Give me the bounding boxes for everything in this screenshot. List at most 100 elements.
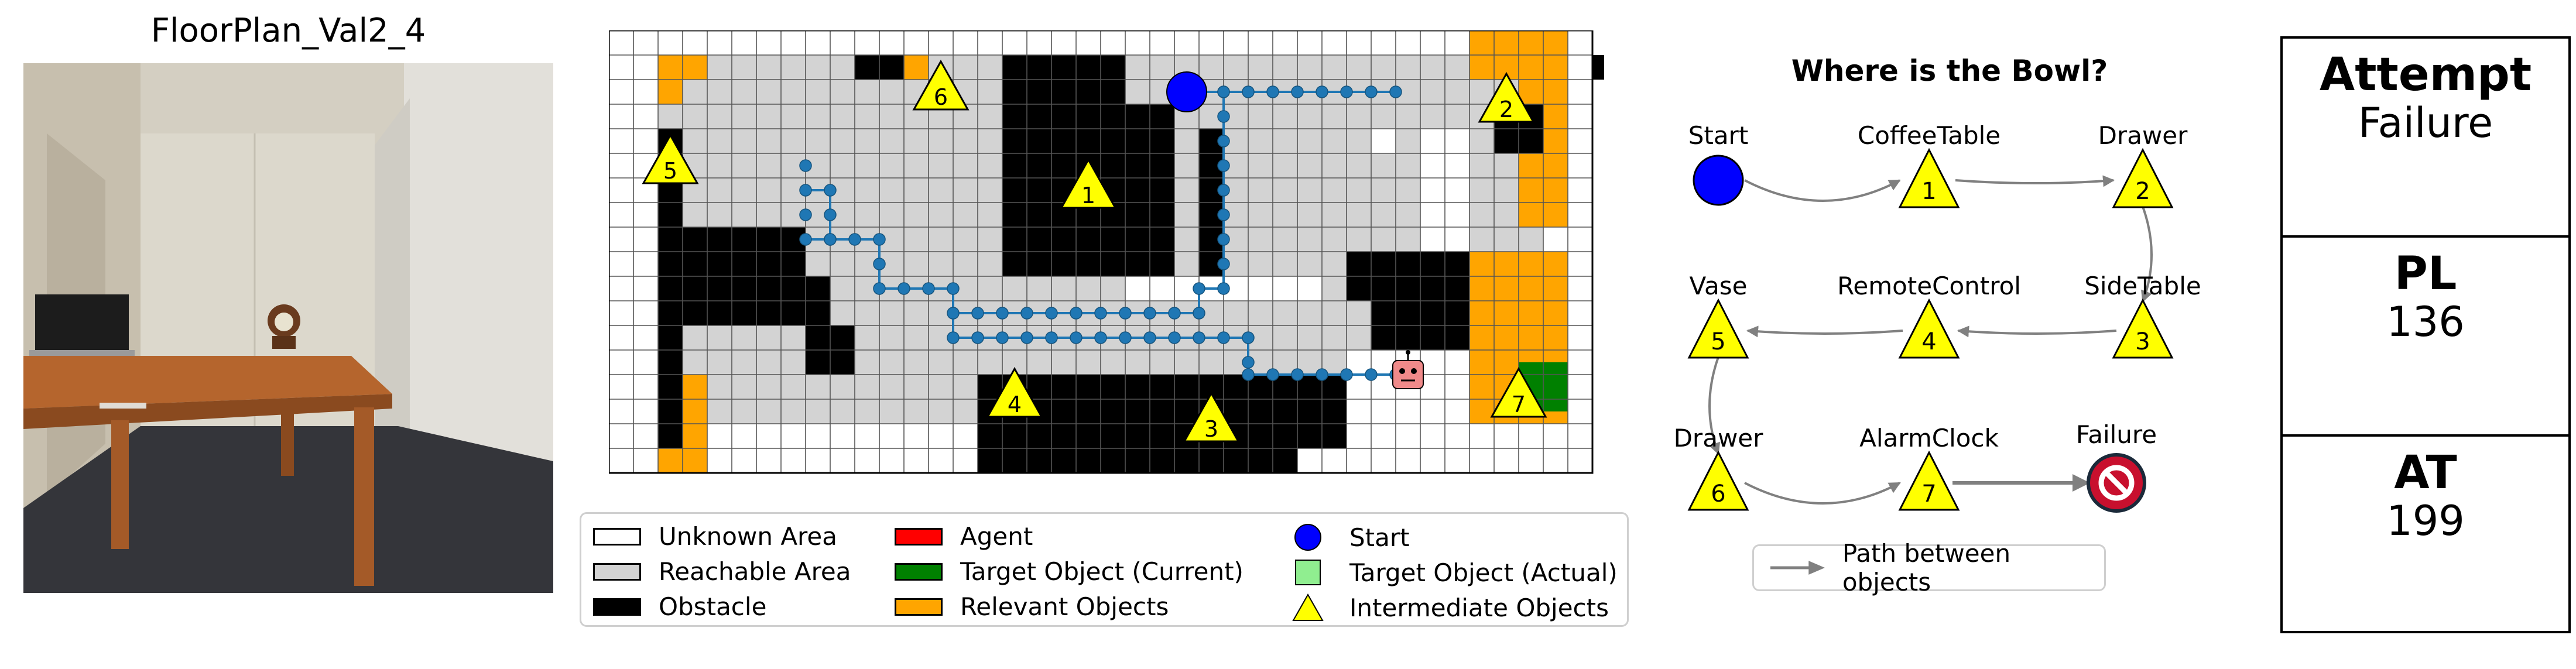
path-point — [1217, 159, 1230, 172]
path-point — [971, 331, 984, 344]
legend-relevant-objects: Relevant Objects — [895, 592, 1169, 621]
path-point — [799, 233, 812, 246]
intermediate-node-icon — [2112, 147, 2174, 208]
intermediate-node-icon — [1687, 450, 1749, 511]
intermediate-object-number: 6 — [934, 84, 948, 110]
path-point — [1168, 307, 1181, 320]
intermediate-triangle-icon — [1292, 593, 1324, 621]
start-node-icon — [1693, 155, 1744, 206]
path-point — [1242, 356, 1255, 369]
graph-node-label: Start — [1688, 121, 1749, 150]
path-point — [824, 208, 837, 221]
legend-swatch-target-current — [895, 562, 943, 581]
path-point — [1316, 85, 1328, 98]
graph-edge — [1746, 325, 1903, 338]
legend-target-actual: Target Object (Actual) — [1284, 557, 1618, 588]
graph-edges — [1708, 175, 2153, 505]
path-point — [1217, 208, 1230, 221]
path-point — [1143, 331, 1156, 344]
metric-at-value: 199 — [2386, 496, 2465, 545]
metric-pl-value: 136 — [2386, 297, 2465, 346]
intermediate-object-2 — [1478, 71, 1535, 123]
path-point — [1070, 331, 1083, 344]
path-arrow-icon — [1770, 561, 1825, 575]
intermediate-node-icon — [1898, 450, 1960, 511]
graph-node-start: Start — [1688, 121, 1749, 206]
legend-reachable-area: Reachable Area — [593, 557, 851, 586]
path-point — [1217, 135, 1230, 147]
path-point — [1217, 85, 1230, 98]
path-point — [1143, 307, 1156, 320]
path-point — [1217, 282, 1230, 295]
intermediate-node-icon — [1898, 147, 1960, 208]
intermediate-object-number: 4 — [1008, 392, 1022, 417]
graph-node-label: Drawer — [1674, 424, 1764, 452]
path-point — [947, 307, 960, 320]
graph-node-label: AlarmClock — [1859, 424, 1999, 452]
metric-attempt-label: Attempt — [2319, 49, 2532, 101]
graph-edge — [1744, 482, 1901, 505]
path-point — [971, 307, 984, 320]
path-point — [1266, 85, 1279, 98]
legend-target-current: Target Object (Current) — [895, 557, 1244, 586]
scene-view-image — [23, 63, 553, 593]
metric-attempt-value: Failure — [2358, 98, 2493, 147]
path-point — [1242, 85, 1255, 98]
metric-attempt: Attempt Failure — [2283, 50, 2568, 146]
graph-node-label: Failure — [2076, 420, 2157, 449]
path-point — [848, 233, 861, 246]
legend-swatch-reachable — [593, 562, 641, 581]
start-marker — [1166, 71, 1207, 112]
path-point — [873, 233, 886, 246]
intermediate-object-1 — [1060, 157, 1117, 209]
path-point — [1045, 331, 1058, 344]
path-point — [799, 184, 812, 197]
path-point — [1193, 282, 1205, 295]
question-title: Where is the Bowl? — [1791, 54, 2108, 88]
legend-obstacle: Obstacle — [593, 592, 766, 621]
path-point — [1193, 307, 1205, 320]
metric-pl: PL 136 — [2283, 249, 2568, 345]
metric-divider — [2283, 434, 2568, 437]
intermediate-object-7 — [1490, 366, 1547, 418]
graph-edge — [1957, 325, 2117, 338]
path-point — [1389, 85, 1402, 98]
path-point — [873, 258, 886, 270]
path-point — [824, 184, 837, 197]
path-point — [1070, 307, 1083, 320]
path-point — [873, 282, 886, 295]
path-point — [1242, 368, 1255, 381]
graph-node-number: 3 — [2135, 328, 2150, 355]
graph-edge — [1744, 179, 1901, 202]
path-point — [1242, 331, 1255, 344]
metric-at-label: AT — [2394, 447, 2457, 499]
metric-pl-label: PL — [2394, 248, 2457, 300]
intermediate-object-number: 3 — [1204, 416, 1218, 442]
path-point — [1316, 368, 1328, 381]
path-point — [1217, 331, 1230, 344]
path-point — [947, 331, 960, 344]
path-point — [1020, 331, 1033, 344]
graph-edge — [2141, 206, 2153, 303]
path-point — [1045, 307, 1058, 320]
legend-unknown-area: Unknown Area — [593, 522, 837, 551]
path-point — [898, 282, 910, 295]
metric-divider — [2283, 235, 2568, 238]
unknown-cell — [1371, 129, 1396, 153]
path-point — [799, 208, 812, 221]
legend-swatch-unknown — [593, 527, 641, 546]
start-circle-icon — [1294, 524, 1321, 551]
path-point — [1168, 331, 1181, 344]
graph-node-number: 7 — [1921, 481, 1936, 507]
map-grid-lines — [609, 30, 1594, 474]
path-point — [1217, 110, 1230, 123]
graph-node-label: CoffeeTable — [1858, 121, 2000, 150]
graph-node-label: RemoteControl — [1837, 272, 2021, 300]
agent-robot-icon — [1392, 350, 1424, 389]
metric-at: AT 199 — [2283, 448, 2568, 544]
